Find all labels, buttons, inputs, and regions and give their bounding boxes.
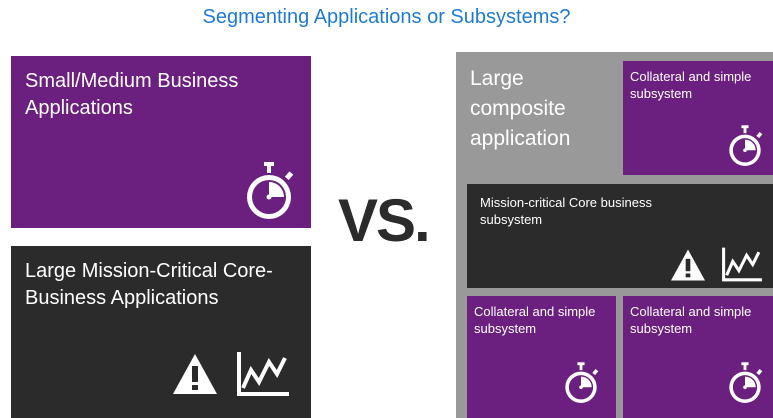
line-chart-icon (722, 247, 762, 282)
container-label: Large composite application (470, 67, 571, 150)
subsystem-tile-bottom-right: Collateral and simple subsystem (623, 296, 773, 418)
stopwatch-icon (729, 362, 763, 403)
stopwatch-icon (729, 125, 763, 166)
small-medium-apps-tile: Small/Medium Business Applications (11, 56, 311, 228)
stopwatch-icon (565, 362, 599, 403)
stopwatch-icon (247, 162, 294, 219)
subsystem-tile-core: Mission-critical Core business subsystem (467, 184, 773, 288)
tile-label: Collateral and simple subsystem (630, 304, 752, 336)
warning-icon (173, 354, 217, 394)
tile-label: Mission-critical Core business subsystem (480, 195, 652, 227)
subsystem-tile-bottom-left: Collateral and simple subsystem (467, 296, 616, 418)
page-title: Segmenting Applications or Subsystems? (202, 6, 571, 28)
versus-label: VS. (338, 187, 431, 254)
tile-label: Collateral and simple subsystem (630, 69, 752, 101)
tile-label: Small/Medium Business Applications (25, 70, 239, 119)
mission-critical-apps-tile: Large Mission-Critical Core-Business App… (11, 246, 311, 418)
tile-label: Collateral and simple subsystem (474, 304, 596, 336)
warning-icon (671, 249, 705, 281)
line-chart-icon (237, 352, 289, 396)
tile-label: Large Mission-Critical Core-Business App… (25, 260, 273, 309)
subsystem-tile-top: Collateral and simple subsystem (623, 61, 773, 175)
